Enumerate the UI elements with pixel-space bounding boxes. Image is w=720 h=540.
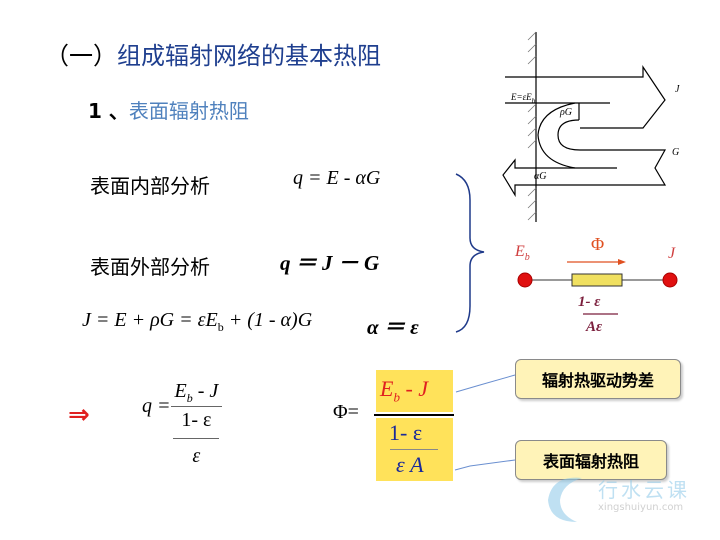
watermark-cn: 行水云课: [598, 478, 690, 502]
j-eq-rhs: + (1 - α)G: [223, 309, 313, 331]
curly-brace: [455, 173, 485, 333]
slide-title: （一）组成辐射网络的基本热阻: [45, 36, 381, 71]
diagram-j-label: J: [675, 84, 680, 95]
callout-pointer-resistance: [454, 459, 516, 471]
phi-den-denominator: ε A: [396, 452, 424, 477]
subtitle-number: 1 、: [88, 99, 129, 123]
q-num-sub: b: [186, 391, 193, 405]
node-eb: [517, 272, 533, 288]
q-num-rest: - J: [192, 380, 219, 402]
title-prefix: （一）: [45, 42, 117, 70]
phi-den-numerator: 1- ε: [389, 420, 423, 445]
q-den-num: 1- ε: [181, 409, 212, 431]
resistor: [571, 273, 623, 287]
flow-arrow-head: [618, 259, 626, 265]
outer-analysis-equation: q ＝ J － G: [280, 251, 380, 275]
title-text: 组成辐射网络的基本热阻: [117, 42, 381, 70]
phi-numerator: Eb - J: [380, 376, 428, 405]
q-lhs: q =: [142, 394, 171, 417]
j-equation: J = E + ρG = εEb + (1 - α)G: [82, 309, 312, 335]
circuit-phi-label: Φ: [591, 234, 605, 254]
resistance-denominator: Aε: [586, 319, 603, 335]
e-label-sub: b: [531, 95, 536, 105]
subtitle: 1 、表面辐射热阻: [88, 95, 249, 124]
inner-analysis-label: 表面内部分析: [90, 174, 210, 198]
diagram-alpha-g-label: αG: [534, 171, 547, 182]
circuit-eb-label: Eb: [515, 243, 530, 263]
circuit-j-label: J: [668, 245, 676, 262]
resistance-numerator: 1- ε: [578, 294, 601, 310]
q-numerator: Eb - J: [171, 380, 223, 406]
eb-sub: b: [524, 252, 530, 264]
phi-den-bar: [390, 449, 438, 450]
callout-driving-potential: 辐射热驱动势差: [515, 359, 681, 399]
callout-pointer-potential: [455, 374, 516, 393]
implies-arrow: ⇒: [68, 400, 90, 430]
q-denominator: 1- ε ε: [173, 409, 220, 468]
node-j: [662, 272, 678, 288]
surface-radiation-diagram: [502, 31, 667, 222]
q-den-den: ε: [192, 445, 201, 467]
phi-numerator-highlight: [376, 370, 453, 412]
q-fraction: Eb - J 1- ε ε: [170, 380, 223, 468]
eb-text: E: [515, 243, 525, 260]
diagram-rho-g-label: ρG: [560, 107, 573, 118]
phi-num-e: E: [380, 376, 394, 401]
phi-fraction-bar: [374, 414, 454, 416]
phi-num-rest: - J: [399, 376, 429, 401]
watermark-url: xingshuiyun.com: [598, 502, 684, 513]
phi-num-sub: b: [393, 389, 400, 405]
inner-analysis-equation: q = E - αG: [293, 167, 381, 189]
alpha-equals-epsilon: α ＝ ε: [367, 315, 419, 339]
diagram-e-label: E=εEb: [511, 92, 535, 105]
subtitle-text: 表面辐射热阻: [128, 99, 249, 123]
j-eq-lhs: J = E + ρG = εE: [82, 309, 218, 331]
q-formula: q = Eb - J 1- ε ε: [142, 380, 223, 468]
phi-lhs: Φ=: [333, 401, 359, 423]
q-bar: [170, 406, 223, 407]
q-num-e: E: [174, 380, 187, 402]
q-den-bar: [173, 438, 220, 439]
j-eq-sub: b: [217, 320, 224, 334]
watermark-wave-logo: [548, 477, 582, 522]
e-label-text: E=εE: [511, 92, 532, 102]
diagram-g-label: G: [672, 147, 680, 158]
outer-analysis-label: 表面外部分析: [90, 255, 210, 279]
watermark: 行水云课 xingshuiyun.com: [542, 470, 687, 529]
callout-surface-resistance: 表面辐射热阻: [515, 440, 667, 480]
